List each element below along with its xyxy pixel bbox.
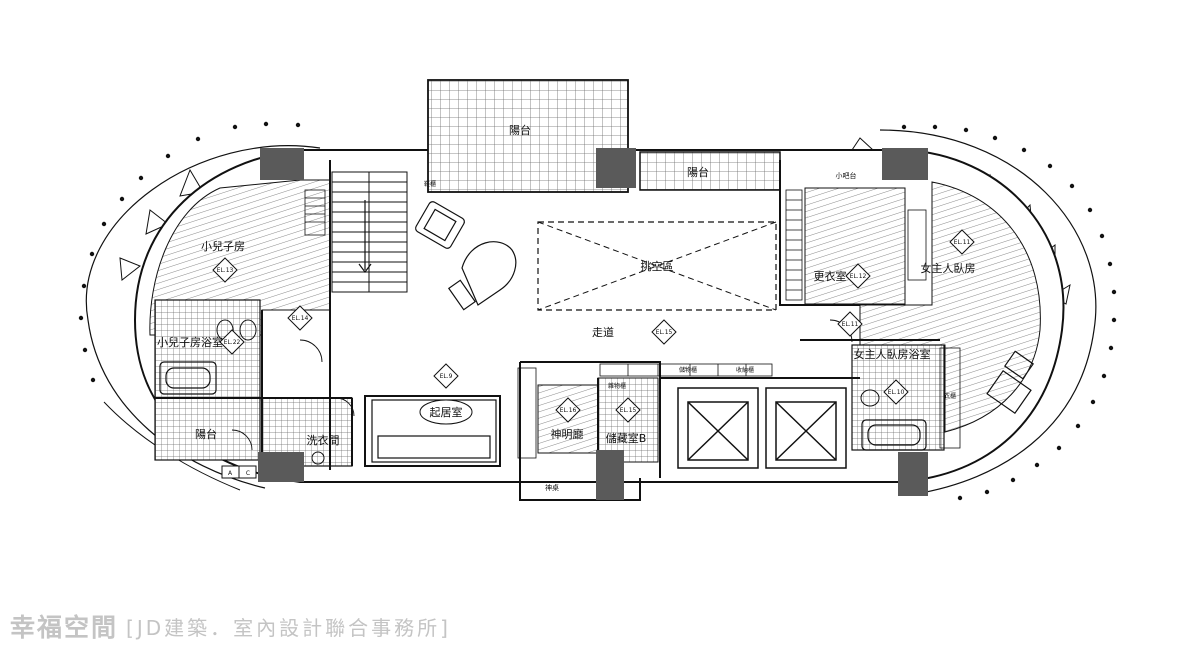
watermark-credit: [JD建築．室內設計聯合事務所] [126,615,451,640]
elevation-tag-son-wall: EL.14 [287,305,313,331]
watermark-brand: 幸福空間 [10,613,119,642]
svg-text:EL.11: EL.11 [842,321,859,328]
section-mark: A C [221,465,257,479]
elevation-tag-shrine: EL.16 [555,397,581,423]
watermark: 幸福空間 [JD建築．室內設計聯合事務所] [10,608,451,644]
label-sundries-cabinet: 雜物櫃 [608,382,626,390]
armchair [415,201,465,249]
staircase [331,171,408,293]
elevation-tag-closet: EL.12 [845,263,871,289]
dot-ring-right [901,124,1117,501]
svg-text:C: C [246,470,250,477]
svg-text:EL.13: EL.13 [217,267,234,274]
grand-piano [447,241,517,311]
bathtubs [159,361,927,451]
svg-text:A: A [228,470,233,477]
label-son-room: 小兒子房 [201,240,245,253]
label-wardrobe: 衣櫃 [944,392,956,400]
closet-floor [804,187,906,305]
svg-text:EL.11: EL.11 [954,239,971,246]
label-storage-b: 儲藏室B [606,431,647,445]
balcony-top-tile [427,79,629,193]
columns [258,148,928,500]
wardrobe-strips [304,189,961,459]
balcony-left-tile [154,397,261,461]
living-room-label: 起居室 [419,399,473,425]
sofa [371,399,497,463]
label-atrium: 挑空區 [641,259,674,273]
elevation-tag-storage: EL.15 [615,397,641,423]
label-master-room: 女主人臥房 [921,261,976,275]
label-master-bath: 女主人臥房浴室 [854,347,931,361]
elevation-tag-son-bath: EL.22 [219,329,245,355]
label-shelf: 神桌 [545,483,559,492]
atrium-cross [537,221,777,311]
elevator-shafts [677,387,847,469]
svg-text:EL.12: EL.12 [850,273,867,280]
elevation-tag-living: EL.9 [433,363,459,389]
elevation-tag-corridor: EL.15 [651,319,677,345]
svg-text:EL.16: EL.16 [560,407,577,414]
label-mini-bar: 小吧台 [836,171,857,180]
atrium-box [537,221,777,311]
svg-text:EL.9: EL.9 [440,373,453,380]
svg-text:EL.22: EL.22 [224,339,241,346]
label-balcony-top-right: 陽台 [687,165,709,179]
label-balcony-top: 陽台 [509,123,531,137]
label-storage-cabinet: 儲物櫃 [679,366,697,374]
elevation-tag-master-room: EL.11 [949,229,975,255]
label-shoe-cabinet: 鞋櫃 [424,180,436,188]
balcony-top-right-tile [639,151,781,191]
label-laundry: 洗衣間 [307,433,340,447]
label-balcony-left: 陽台 [195,427,217,441]
svg-text:EL.15: EL.15 [620,407,637,414]
elevation-tag-closet-door: EL.11 [837,311,863,337]
dot-ring-left [78,121,301,383]
son-bath-tile [154,299,261,401]
label-shrine-hall: 神明廳 [551,427,584,441]
svg-text:EL.14: EL.14 [292,315,309,322]
label-corridor: 走道 [592,325,614,339]
elevation-tag-son-room: EL.13 [212,257,238,283]
outer-arc-right [879,129,1097,495]
svg-text:EL.15: EL.15 [656,329,673,336]
svg-text:起居室: 起居室 [430,405,463,419]
label-closet-cabinet: 收納櫃 [736,366,754,374]
label-closet: 更衣室 [814,269,847,283]
label-son-bath: 小兒子房浴室 [157,335,223,349]
master-room-floor [859,181,1041,433]
interior-walls [155,160,940,501]
elevation-tag-master-bath: EL.10 [883,379,909,405]
master-bed-chairs [986,350,1035,415]
svg-text:EL.10: EL.10 [888,389,905,396]
